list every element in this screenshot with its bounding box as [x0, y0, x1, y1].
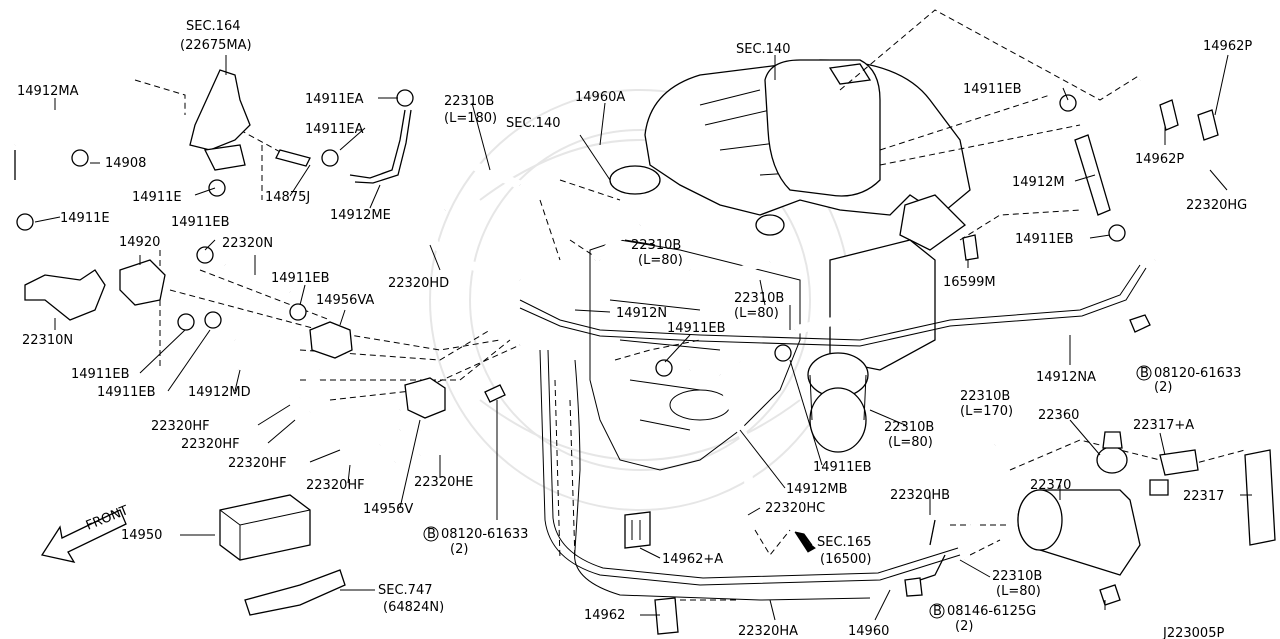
dashed-leaders — [134, 9, 1246, 601]
label-22320hf-b: 22320HF — [181, 437, 240, 452]
label-22310b-80b: 22310B — [734, 291, 784, 306]
label-14912mb: 14912MB — [786, 482, 848, 497]
label-14911eb-l: 14911EB — [171, 215, 230, 230]
hoses-center — [427, 129, 1147, 601]
hoses-right — [919, 64, 1276, 606]
sec165-arrow-icon — [794, 531, 816, 553]
label-14911e-a: 14911E — [132, 190, 182, 205]
label-14911ea-a: 14911EA — [305, 92, 364, 107]
label-14911e-b: 14911E — [60, 211, 110, 226]
label-08120-r: 08120-61633 — [1154, 366, 1241, 381]
label-14911eb-d: 14911EB — [71, 367, 130, 382]
label-22310b-170: 22310B — [960, 389, 1010, 404]
front-arrow-icon — [40, 509, 127, 563]
hoses-left — [12, 69, 506, 475]
label-14962p-top: 14962P — [1203, 39, 1252, 54]
label-22320ha: 22320HA — [738, 624, 798, 639]
clip-symbols — [16, 89, 1126, 377]
label-22320hf-c: 22320HF — [228, 456, 287, 471]
bolt-marker-b-b: B — [933, 604, 942, 619]
label-22360: 22360 — [1038, 408, 1079, 423]
label-16599m: 16599M — [943, 275, 996, 290]
label-q2-m: (2) — [450, 542, 468, 557]
label-l180: (L=180) — [444, 111, 497, 126]
label-q2-r: (2) — [1154, 380, 1172, 395]
label-sec165-ref: (16500) — [820, 552, 872, 567]
label-14911eb-e: 14911EB — [97, 385, 156, 400]
label-22320he: 22320HE — [414, 475, 473, 490]
part-labels: SEC.164 (22675MA) SEC.140 14962P 14912MA… — [17, 19, 1252, 639]
bolt-marker-icons — [423, 365, 1152, 619]
label-08120-m: 08120-61633 — [441, 527, 528, 542]
label-22320hf-a: 22320HF — [151, 419, 210, 434]
label-l80b: (L=80) — [734, 306, 779, 321]
label-14912na: 14912NA — [1036, 370, 1096, 385]
engine-assembly — [589, 59, 971, 471]
label-22310b-80c: 22310B — [884, 420, 934, 435]
label-22320hf-d: 22320HF — [306, 478, 365, 493]
label-14875j: 14875J — [265, 190, 310, 205]
leader-lines — [34, 54, 1252, 621]
label-l170: (L=170) — [960, 404, 1013, 419]
bolt-marker-b-r: B — [1140, 366, 1149, 381]
label-14912m: 14912M — [1012, 175, 1065, 190]
label-22320hd: 22320HD — [388, 276, 449, 291]
label-l80c: (L=80) — [888, 435, 933, 450]
label-14920: 14920 — [119, 235, 160, 250]
label-14912ma: 14912MA — [17, 84, 79, 99]
label-q2-b: (2) — [955, 619, 973, 634]
label-sec140-top: SEC.140 — [736, 42, 791, 57]
label-22320hg: 22320HG — [1186, 198, 1247, 213]
label-14962: 14962 — [584, 608, 625, 623]
label-sec165: SEC.165 — [817, 535, 872, 550]
label-14911ea-b: 14911EA — [305, 122, 364, 137]
label-22310b-80a: 22310B — [631, 238, 681, 253]
label-22320n: 22320N — [222, 236, 273, 251]
label-08146: 08146-6125G — [947, 604, 1036, 619]
label-22320hb: 22320HB — [890, 488, 950, 503]
label-14912me: 14912ME — [330, 208, 391, 223]
label-14912n: 14912N — [616, 306, 667, 321]
label-14962a: 14962+A — [662, 552, 723, 567]
label-sec747: SEC.747 — [378, 583, 433, 598]
label-14911eb-top: 14911EB — [963, 82, 1022, 97]
label-14908: 14908 — [105, 156, 146, 171]
label-22310b-180: 22310B — [444, 94, 494, 109]
label-sec747-ref: (64824N) — [383, 600, 444, 615]
label-l80d: (L=80) — [996, 584, 1041, 599]
label-14962p-mid: 14962P — [1135, 152, 1184, 167]
label-14960: 14960 — [848, 624, 889, 639]
label-14912md: 14912MD — [188, 385, 251, 400]
label-22317a: 22317+A — [1133, 418, 1194, 433]
label-sec164: SEC.164 — [186, 19, 241, 34]
label-sec140-mid: SEC.140 — [506, 116, 561, 131]
label-22310n: 22310N — [22, 333, 73, 348]
label-l80a: (L=80) — [638, 253, 683, 268]
label-14911eb-c: 14911EB — [271, 271, 330, 286]
label-22310b-80d: 22310B — [992, 569, 1042, 584]
label-22317: 22317 — [1183, 489, 1224, 504]
label-14911eb-m: 14911EB — [667, 321, 726, 336]
label-14960a: 14960A — [575, 90, 625, 105]
label-14911eb-f: 14911EB — [813, 460, 872, 475]
label-22320hc: 22320HC — [765, 501, 825, 516]
label-14950: 14950 — [121, 528, 162, 543]
label-14956va: 14956VA — [316, 293, 374, 308]
control-module-area — [40, 494, 923, 635]
bolt-marker-b-m: B — [427, 527, 436, 542]
label-22370: 22370 — [1030, 478, 1071, 493]
label-14911eb-r: 14911EB — [1015, 232, 1074, 247]
label-sec164-ref: (22675MA) — [180, 38, 252, 53]
label-14956v: 14956V — [363, 502, 413, 517]
label-diagram-code: J223005P — [1162, 626, 1224, 639]
